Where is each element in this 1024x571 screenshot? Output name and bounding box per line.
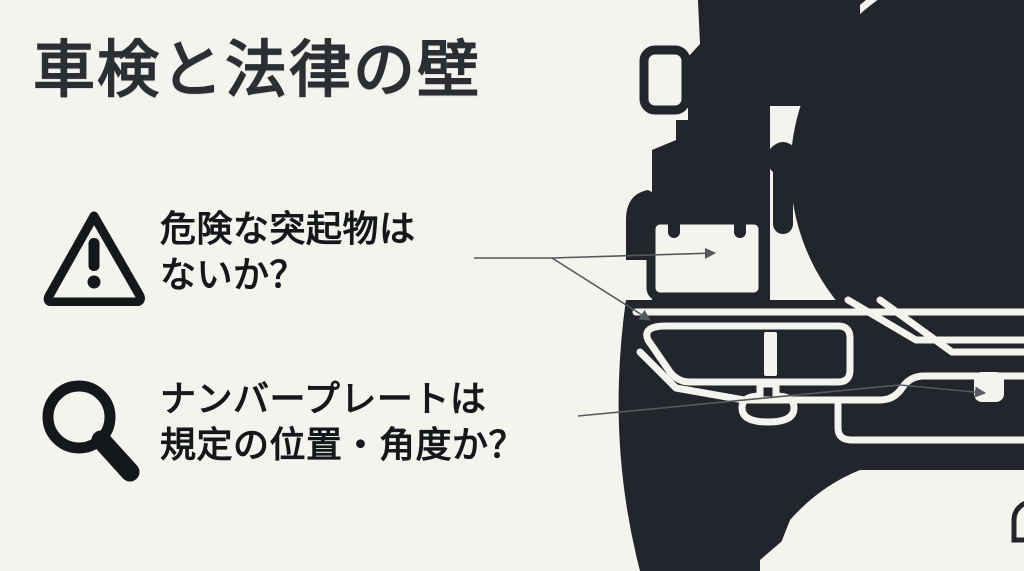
license-plate-bolt-right — [734, 224, 746, 238]
hitch-receiver — [974, 372, 1004, 402]
bullet-text-hazardous-protrusion: 危険な突起物は ないか？ — [160, 206, 416, 298]
body-crease-lower — [876, 296, 1024, 356]
magnifying-glass-icon — [38, 372, 142, 482]
hitch-bar-lower-outline — [834, 396, 1024, 444]
warning-triangle-icon — [42, 206, 146, 307]
rear-wheel-shadow — [640, 430, 880, 571]
bullet-item-license-plate: ナンバープレートは 規定の位置・角度か？ — [38, 372, 525, 482]
license-plate-mount-tab — [686, 198, 724, 224]
body-crease-upper — [844, 296, 1024, 344]
bullet-line-2: 規定の位置・角度か？ — [160, 424, 526, 466]
license-plate-bolt-left — [668, 224, 680, 238]
bullet-line-2: ないか？ — [160, 254, 307, 296]
rear-door-handle-block — [678, 122, 736, 202]
bullet-item-hazardous-protrusion: 危険な突起物は ないか？ — [42, 206, 416, 307]
bullet-line-1: ナンバープレートは — [160, 378, 487, 419]
bullet-text-license-plate: ナンバープレートは 規定の位置・角度か？ — [160, 376, 525, 468]
bumper-corner-chip — [1011, 501, 1024, 543]
rear-wiper-arm — [775, 155, 791, 227]
bullet-line-1: 危険な突起物は — [160, 208, 416, 249]
rear-wiper-pivot — [770, 142, 796, 168]
rear-valance-strip — [830, 452, 1024, 466]
bumper-reflector-bar — [764, 332, 777, 376]
under-bumper-cream-cut — [770, 470, 1024, 571]
taillamp-housing — [639, 45, 691, 115]
page-title: 車検と法律の壁 — [33, 36, 482, 105]
bumper-reflector-outline — [643, 322, 854, 386]
